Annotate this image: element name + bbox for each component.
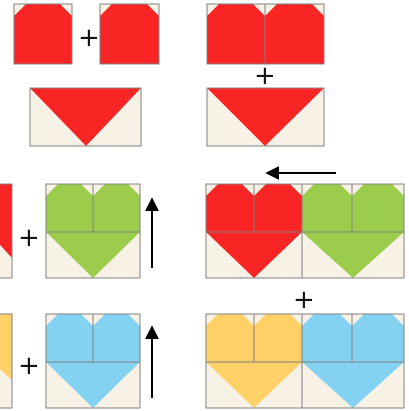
plus-sign-1: + — [78, 23, 100, 53]
red-green-heart-row — [206, 184, 404, 278]
blue-heart-block — [46, 314, 140, 408]
joined-top-units — [207, 4, 324, 64]
plus-sign-4: + — [293, 285, 315, 315]
yellow-blue-heart-row — [206, 314, 404, 408]
plus-sign-5: + — [18, 351, 40, 381]
red-heart-partial — [0, 184, 12, 278]
plus-sign-2: + — [254, 61, 276, 91]
bottom-triangle-unit — [30, 88, 141, 146]
green-heart-block — [46, 184, 140, 278]
top-unit-left — [14, 4, 72, 64]
bottom-triangle-unit-joined — [207, 88, 324, 146]
top-unit-right — [100, 4, 159, 64]
plus-sign-3: + — [18, 223, 40, 253]
yellow-heart-partial — [0, 314, 12, 408]
